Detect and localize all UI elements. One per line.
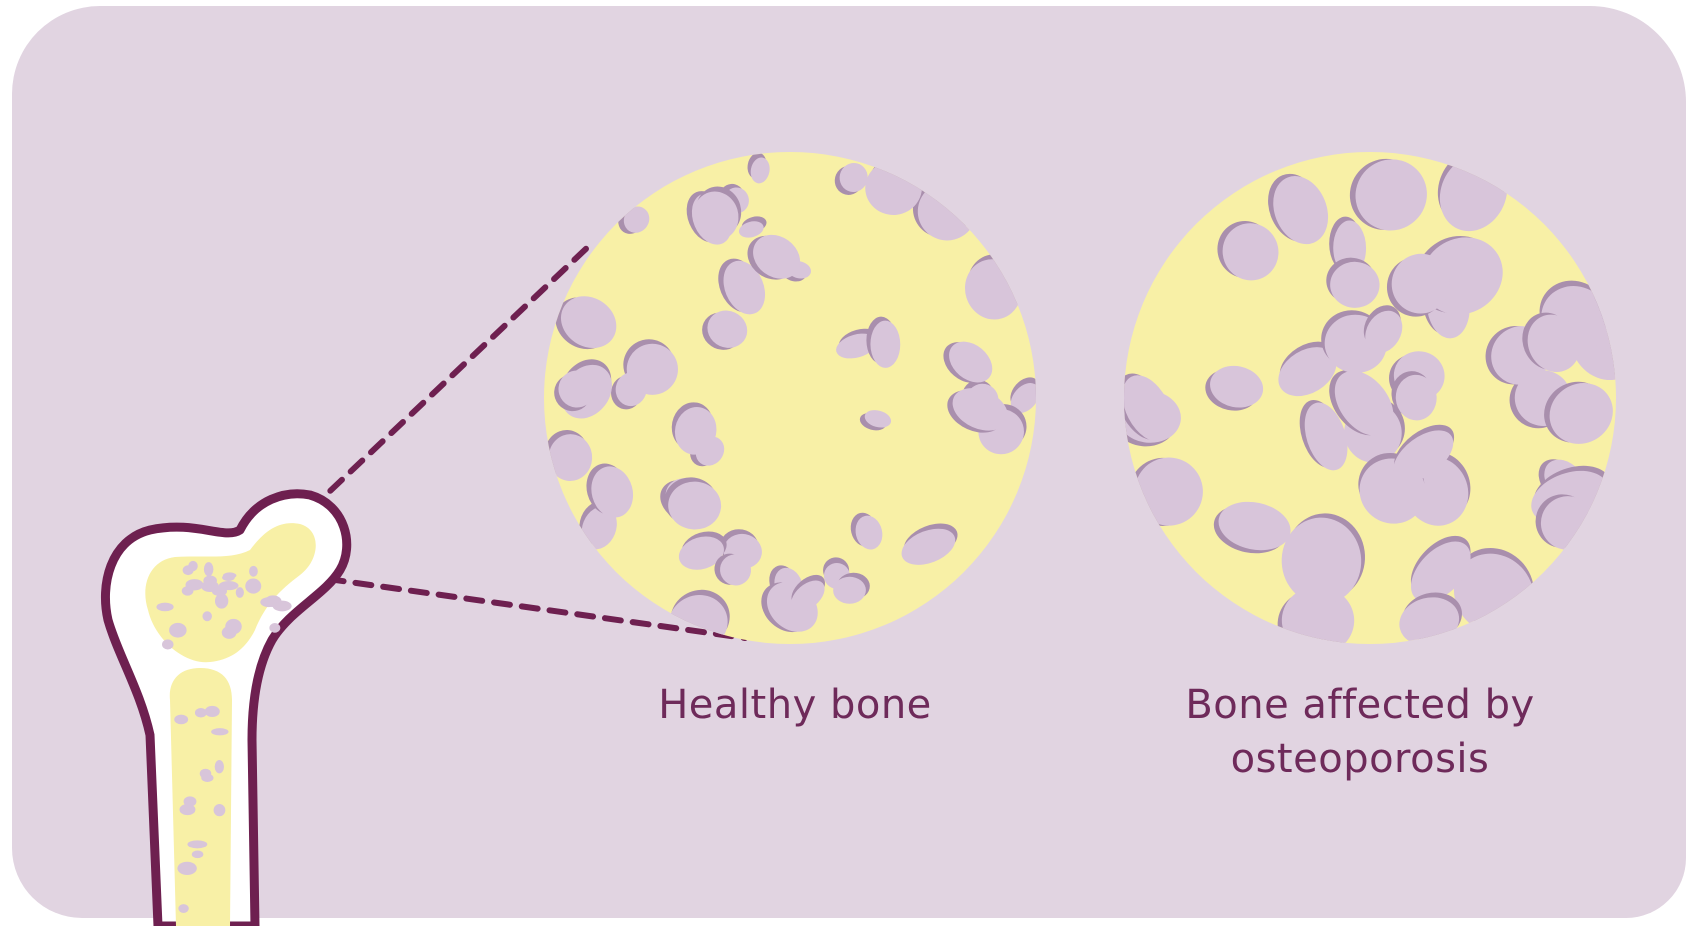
femur-pore xyxy=(162,639,174,649)
osteoporosis-caption: Bone affected by osteoporosis xyxy=(1120,678,1600,786)
femur-pore xyxy=(212,587,227,596)
osteoporosis-label-line1: Bone affected by xyxy=(1120,678,1600,732)
femur-pore xyxy=(172,624,184,634)
femur-pore xyxy=(195,708,207,718)
femur-pore xyxy=(236,587,244,598)
femur-pore xyxy=(225,619,242,634)
femur-pore xyxy=(174,715,188,725)
healthy-bone-label: Healthy bone xyxy=(658,682,932,728)
femur-pore xyxy=(249,566,258,577)
femur-pore xyxy=(245,578,261,593)
femur-pore xyxy=(183,565,194,575)
healthy-bone-circle xyxy=(544,151,1046,660)
femur-pore xyxy=(211,728,228,735)
femur-pore xyxy=(205,706,220,717)
femur-pore xyxy=(177,862,196,875)
femur-pore xyxy=(178,904,188,913)
femur-pore xyxy=(269,623,280,633)
femur-pore xyxy=(222,574,235,581)
femur-pore xyxy=(182,586,194,595)
femur-pore xyxy=(187,840,207,848)
osteoporosis-label-line2: osteoporosis xyxy=(1120,732,1600,786)
femur-bone xyxy=(105,494,346,926)
femur-pore xyxy=(204,562,214,576)
femur-pore xyxy=(156,603,173,612)
femur-pore xyxy=(260,597,276,607)
femur-pore xyxy=(200,769,212,779)
healthy-bone-caption: Healthy bone xyxy=(600,678,990,732)
femur-pore xyxy=(202,611,212,621)
femur-pore xyxy=(214,804,226,816)
osteoporosis-bone-circle xyxy=(1107,139,1657,660)
femur-pore xyxy=(215,760,224,773)
femur-pore xyxy=(192,851,204,859)
femur-pore xyxy=(184,796,197,806)
